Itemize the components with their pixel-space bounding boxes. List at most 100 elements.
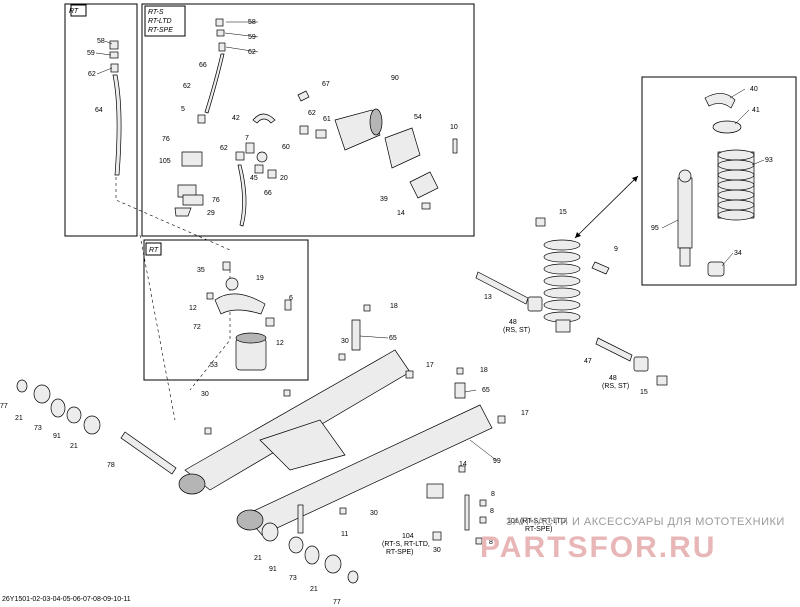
part-60 [256, 151, 268, 163]
callout-30-c: 30 [370, 510, 378, 517]
leader-40 [729, 88, 746, 99]
part-12-a [206, 292, 214, 300]
callout-15-b: 15 [640, 389, 648, 396]
swingarm-crossmember [259, 419, 346, 471]
callout-30-b: 30 [201, 391, 209, 398]
watermark-tagline: ЗАПЧАСТИ И АКСЕССУАРЫ ДЛЯ МОТОТЕХНИКИ [506, 516, 785, 528]
part-62-a [110, 63, 119, 73]
part-76-b [182, 194, 204, 206]
callout-99: 99 [493, 458, 501, 465]
callout-104: 104 [402, 533, 414, 540]
callout-62-b: 62 [248, 49, 256, 56]
callout-29: 29 [207, 210, 215, 217]
note-rs-st-a: (RS, ST) [503, 327, 530, 334]
part-93-spring [717, 149, 755, 221]
part-18-b [456, 367, 464, 375]
callout-12-a: 12 [189, 305, 197, 312]
part-58-b [215, 18, 224, 27]
part-91-a [66, 406, 82, 424]
callout-53: 53 [210, 362, 218, 369]
main-shock-lower-eye [555, 319, 571, 333]
swingarm-pivot-left [178, 473, 206, 495]
part-48-a [527, 296, 543, 312]
part-101-link [464, 494, 470, 531]
part-15-a [535, 217, 546, 227]
callout-66-a: 66 [199, 62, 207, 69]
callout-105: 105 [159, 158, 171, 165]
part-64-cable [112, 74, 122, 176]
leader-59-b [224, 32, 259, 38]
part-62-c [197, 114, 206, 124]
part-18-a [363, 304, 371, 312]
part-30-b [283, 389, 291, 397]
part-17-a [405, 370, 414, 379]
part-8-b [479, 516, 487, 524]
part-90-actuator-end [369, 108, 383, 136]
part-30-e [432, 531, 442, 541]
leader-65-a [359, 335, 389, 339]
part-12-b [265, 317, 275, 327]
inset-rt-lower-label: RT [149, 247, 159, 254]
callout-61: 61 [323, 116, 331, 123]
part-59-b [216, 29, 225, 37]
part-77-a [16, 379, 28, 393]
part-48-b [633, 356, 649, 372]
watermark-brand: PARTSFOR.RU [480, 531, 716, 564]
part-41 [712, 120, 742, 134]
note-rs-st-b: (RS, ST) [602, 383, 629, 390]
callout-101: 101 [507, 518, 519, 525]
callout-60: 60 [282, 144, 290, 151]
callout-9: 9 [614, 246, 618, 253]
callout-90: 90 [391, 75, 399, 82]
callout-64: 64 [95, 107, 103, 114]
part-59-a [109, 51, 119, 59]
part-47-bolt [595, 337, 633, 362]
part-35 [222, 261, 231, 271]
part-14-a [421, 202, 431, 210]
callout-62-e: 62 [220, 145, 228, 152]
inset-variant-1: RT-S [148, 9, 164, 16]
part-21-d [324, 554, 342, 574]
callout-48-a: 48 [509, 319, 517, 326]
callout-6: 6 [289, 295, 293, 302]
leader-99 [469, 439, 497, 461]
callout-30-a: 30 [341, 338, 349, 345]
callout-21-c: 21 [254, 555, 262, 562]
callout-73-a: 73 [34, 425, 42, 432]
part-72-plate [214, 293, 266, 315]
callout-45: 45 [250, 175, 258, 182]
callout-11: 11 [341, 531, 348, 538]
inset-frame-shock [641, 76, 797, 286]
callout-48-b: 48 [609, 375, 617, 382]
diagram-part-code: 26Y1501-02-03-04-05-06-07-08-09-10-11 [2, 596, 131, 603]
shock-arrow-head-bottom [575, 232, 581, 238]
part-9-bolt [591, 261, 610, 275]
part-95-top-eye [678, 169, 692, 183]
inset-frame-rts [141, 3, 475, 237]
leader-65-b [464, 389, 477, 393]
part-21-b [83, 415, 101, 435]
part-30-d [339, 507, 347, 515]
callout-40: 40 [750, 86, 758, 93]
leader-41 [734, 109, 750, 125]
callout-8-a: 8 [491, 491, 495, 498]
callout-12-b: 12 [276, 340, 284, 347]
callout-8-b: 8 [490, 508, 494, 515]
part-66-cable-a [204, 53, 225, 114]
leader-34 [721, 252, 734, 267]
callout-47: 47 [584, 358, 592, 365]
part-62-d [299, 125, 309, 135]
part-66-cable-b [237, 164, 247, 227]
note-101-variants-2: RT-SPE) [525, 526, 553, 533]
inset-rt-label: RT [69, 8, 79, 15]
part-7 [245, 142, 255, 154]
part-30-c [204, 427, 212, 435]
inset-frame-rt-lower [143, 239, 309, 381]
callout-65-a: 65 [389, 335, 397, 342]
callout-14-a: 14 [397, 210, 405, 217]
part-53-canister-top [235, 332, 267, 344]
callout-62-c: 62 [183, 83, 191, 90]
callout-91-b: 91 [269, 566, 277, 573]
callout-21-b: 21 [70, 443, 78, 450]
